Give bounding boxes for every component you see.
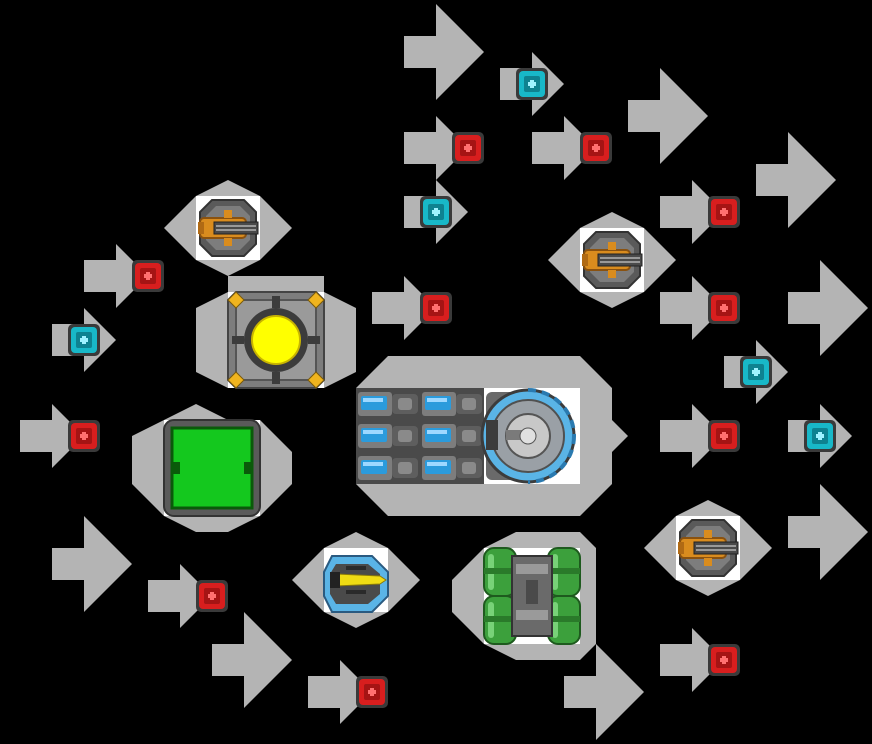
cyan-block-icon[interactable] xyxy=(740,356,772,388)
thruster-arrow-icon[interactable] xyxy=(756,132,836,228)
red-block-icon[interactable] xyxy=(708,292,740,324)
cyan-block-icon[interactable] xyxy=(420,196,452,228)
cyan-block-icon[interactable] xyxy=(804,420,836,452)
turret-icon[interactable] xyxy=(675,515,741,581)
red-block-icon[interactable] xyxy=(68,420,100,452)
red-block-icon[interactable] xyxy=(708,644,740,676)
cockpit-icon[interactable] xyxy=(323,548,389,613)
cyan-block-icon[interactable] xyxy=(68,324,100,356)
cyan-block-icon[interactable] xyxy=(516,68,548,100)
red-block-icon[interactable] xyxy=(452,132,484,164)
cargo-bay-icon[interactable] xyxy=(163,419,261,517)
turret-icon[interactable] xyxy=(195,195,261,261)
thruster-arrow-icon[interactable] xyxy=(788,484,868,580)
thruster-arrow-icon[interactable] xyxy=(788,260,868,356)
turret-icon[interactable] xyxy=(579,227,645,293)
red-block-icon[interactable] xyxy=(708,196,740,228)
red-block-icon[interactable] xyxy=(708,420,740,452)
red-block-icon[interactable] xyxy=(580,132,612,164)
red-block-icon[interactable] xyxy=(356,676,388,708)
thruster-arrow-icon[interactable] xyxy=(404,4,484,100)
red-block-icon[interactable] xyxy=(420,292,452,324)
thruster-arrow-icon[interactable] xyxy=(52,516,132,612)
command-core[interactable] xyxy=(356,356,628,516)
red-block-icon[interactable] xyxy=(132,260,164,292)
reactor-icon[interactable] xyxy=(227,291,325,389)
thruster-arrow-icon[interactable] xyxy=(628,68,708,164)
red-block-icon[interactable] xyxy=(196,580,228,612)
thruster-arrow-icon[interactable] xyxy=(212,612,292,708)
fuel-tanks-icon[interactable] xyxy=(483,547,581,645)
